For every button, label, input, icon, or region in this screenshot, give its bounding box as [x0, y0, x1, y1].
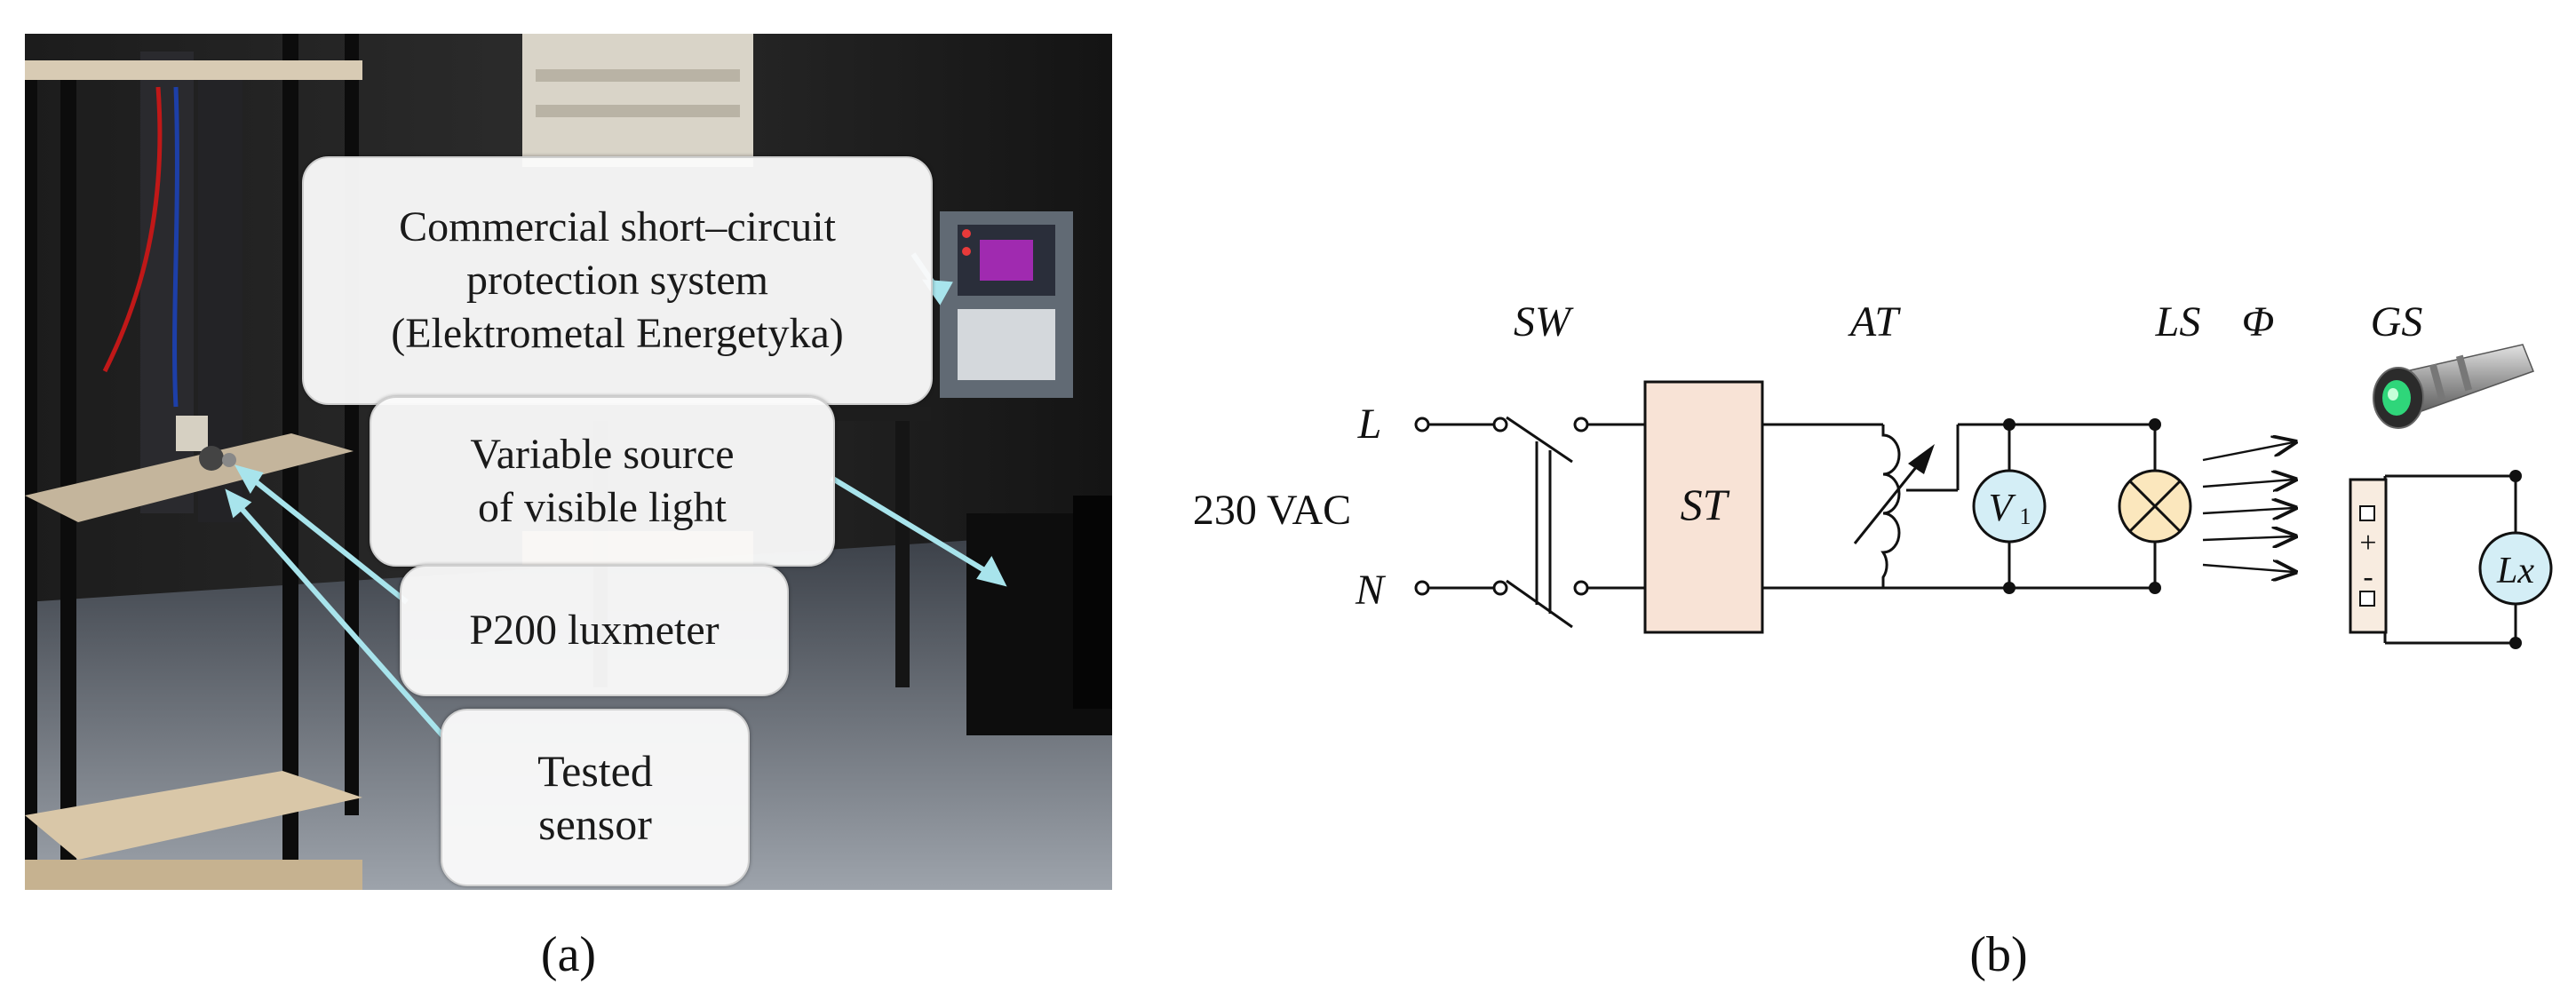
- caption-a: (a): [540, 927, 597, 982]
- luxmeter-label: Lx: [2496, 551, 2534, 591]
- voltmeter: [1972, 469, 2047, 544]
- st-label: ST: [1681, 480, 1730, 529]
- label-l: L: [1357, 401, 1382, 448]
- voltmeter-label: V: [1989, 486, 2017, 529]
- sensor-terminal-plus: [2359, 505, 2375, 521]
- sensor-element: [2349, 478, 2388, 634]
- callout-tested-sensor: Tested sensor: [441, 709, 750, 886]
- callout-light-source: Variable source of visible light: [370, 396, 835, 567]
- gs-sensor-image: [2373, 344, 2534, 429]
- label-n: N: [1355, 567, 1387, 614]
- label-sw: SW: [1514, 298, 1574, 345]
- callout-line: protection system: [466, 257, 768, 304]
- photo-panel: Commercial short–circuit protection syst…: [25, 34, 1112, 890]
- plus-label: +: [2359, 527, 2376, 560]
- luxmeter: [2478, 531, 2553, 606]
- label-phi: Φ: [2242, 298, 2275, 345]
- callout-line: Tested: [537, 746, 653, 796]
- junction-dots: [2003, 418, 2522, 649]
- lamp-cross: [2128, 480, 2182, 533]
- callout-line: of visible light: [478, 484, 727, 531]
- label-supply: 230 VAC: [1193, 487, 1351, 534]
- caption-b: (b): [1969, 927, 2028, 982]
- callout-line: (Elektrometal Energetyka): [391, 310, 844, 357]
- callout-line: sensor: [538, 799, 652, 849]
- minus-label: -: [2363, 560, 2373, 593]
- label-at: AT: [1848, 298, 1902, 345]
- wiper-arrowhead: [1908, 444, 1935, 474]
- voltmeter-subscript: 1: [2020, 504, 2031, 529]
- callout-luxmeter: P200 luxmeter: [400, 565, 789, 696]
- callout-line: Commercial short–circuit: [399, 203, 836, 250]
- label-gs: GS: [2371, 298, 2423, 345]
- light-flux-arrows: [2202, 442, 2294, 572]
- label-ls: LS: [2155, 298, 2201, 345]
- wiring: [1414, 416, 2517, 645]
- sensor-terminal-minus: [2359, 591, 2375, 607]
- callout-line: P200 luxmeter: [469, 607, 720, 654]
- st-block: [1643, 380, 1764, 634]
- callout-protection-system: Commercial short–circuit protection syst…: [302, 156, 933, 405]
- callout-line: Variable source: [470, 431, 735, 478]
